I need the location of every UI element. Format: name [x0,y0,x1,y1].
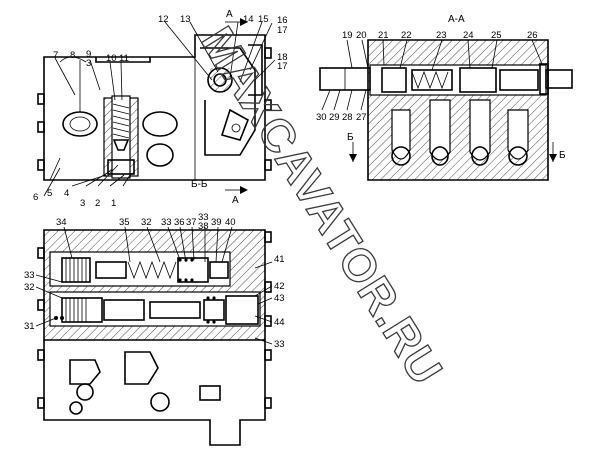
callout: 19 [342,30,353,41]
callout: 23 [436,30,447,41]
section-label-b-right: Б [559,150,566,161]
callout: 41 [274,254,285,265]
callout: 43 [274,293,285,304]
callout: 35 [119,217,130,228]
callout: 13 [180,14,191,25]
callout: 16 [277,15,288,26]
section-label-bb: Б-Б [191,179,208,190]
callout: 14 [243,14,254,25]
callout: 18 [277,52,288,63]
callout: 6 [33,192,38,203]
callout: 33 [161,217,172,228]
callout: 27 [356,112,367,123]
callout: 36 [174,217,185,228]
callout: 30 [316,112,327,123]
callout: 28 [342,112,353,123]
callout: 32 [141,217,152,228]
callout: 31 [24,321,35,332]
callout: 33 [24,270,35,281]
callout: 37 [186,217,197,228]
callout: 10 [106,53,117,64]
callout: 15 [258,14,269,25]
callout: 26 [527,30,538,41]
callout: 8 [70,50,75,61]
callout: 20 [356,30,367,41]
callout: 44 [274,317,285,328]
callout: 29 [329,112,340,123]
callout: 25 [491,30,502,41]
callout: 32 [24,282,35,293]
callout: 11 [119,53,129,64]
callout: 34 [56,217,67,228]
callout: 2 [95,198,100,209]
valve-cartridge [103,95,139,179]
callout: 17 [277,61,288,72]
section-label-aa: А-А [448,14,465,25]
callout: 33 [198,212,209,223]
section-label-a-top: А [226,9,233,20]
callout: 24 [463,30,474,41]
callout: 9 [86,49,91,60]
callout: 1 [111,198,116,209]
callout: 42 [274,281,285,292]
callout: 17 [277,25,288,36]
callout: 7 [53,50,58,61]
callout: 40 [225,217,236,228]
section-b-b-view [35,226,273,446]
callout: 4 [64,188,69,199]
callout: 22 [401,30,412,41]
callout: 3 [86,58,91,69]
front-view [37,18,276,197]
callout: 3 [80,198,85,209]
callout: 5 [47,188,52,199]
section-label-a-bottom: А [232,195,239,206]
callout: 39 [211,217,222,228]
callout: 38 [198,221,209,232]
callout: 33 [274,339,285,350]
section-label-b-left: Б [347,132,354,143]
callout: 12 [158,14,169,25]
callout: 21 [378,30,389,41]
section-a-a-view [319,39,573,181]
